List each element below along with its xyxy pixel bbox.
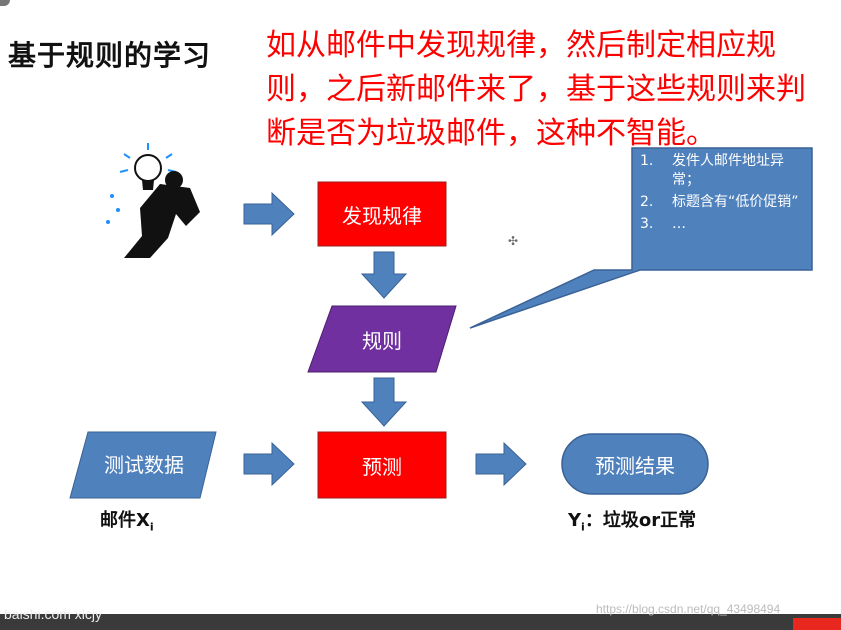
corner-badge bbox=[793, 618, 841, 630]
footer-source: baishi.com xlcjy bbox=[4, 606, 103, 622]
cursor-mark: ✣ bbox=[508, 234, 519, 248]
page-title: 基于规则的学习 bbox=[8, 39, 212, 72]
result-terminator bbox=[561, 433, 709, 495]
watermark: https://blog.csdn.net/qq_43498494 bbox=[596, 602, 781, 616]
arrow-down-2 bbox=[360, 377, 408, 427]
result-label: 预测结果 bbox=[595, 453, 675, 478]
rules-label: 规则 bbox=[362, 328, 402, 353]
footer-bar bbox=[0, 614, 841, 630]
discover-label: 发现规律 bbox=[342, 203, 422, 228]
person-with-lightbulb-icon bbox=[106, 143, 200, 258]
predict-box bbox=[317, 431, 447, 499]
arrow-right-2 bbox=[243, 441, 295, 487]
test-data-parallelogram bbox=[69, 431, 217, 499]
rules-parallelogram bbox=[307, 305, 457, 373]
arrow-down-1 bbox=[360, 251, 408, 299]
predict-label: 预测 bbox=[362, 454, 402, 479]
discover-box bbox=[317, 181, 447, 247]
test-data-label: 测试数据 bbox=[104, 453, 184, 477]
callout-item: 2. 标题含有“低价促销” bbox=[640, 194, 799, 210]
callout-list: 1. 发件人邮件地址异常； 2. 标题含有“低价促销” 3. … bbox=[640, 152, 808, 237]
callout-bubble bbox=[469, 147, 813, 329]
arrow-right-1 bbox=[243, 191, 295, 237]
annotation-text: 如从邮件中发现规律，然后制定相应规则，之后新邮件来了，基于这些规则来判断是否为垃… bbox=[266, 28, 806, 151]
callout-item: 1. 发件人邮件地址异常； bbox=[640, 153, 784, 188]
callout-item: 3. … bbox=[640, 216, 686, 232]
output-caption: Yi：垃圾or正常 bbox=[568, 510, 697, 534]
input-caption: 邮件Xi bbox=[100, 510, 154, 534]
corner-decoration bbox=[0, 0, 10, 6]
arrow-right-3 bbox=[475, 441, 527, 487]
